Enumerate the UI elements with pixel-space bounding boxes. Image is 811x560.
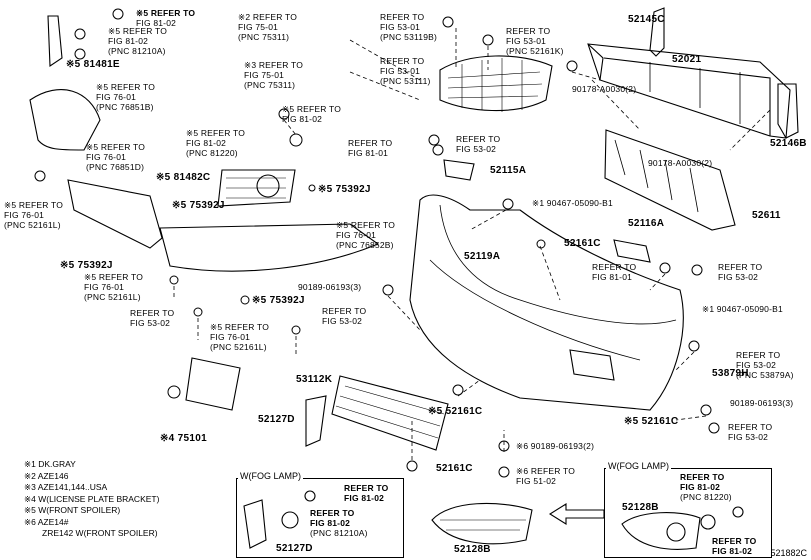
fastener-drawings bbox=[34, 8, 720, 478]
fog-box-left-part: 52127D bbox=[276, 543, 313, 554]
part-52161c-b: ※5 52161C bbox=[428, 406, 483, 417]
bracket-52115a-drawing bbox=[443, 159, 475, 181]
fog-lamp-box-left bbox=[236, 478, 404, 558]
fog-box-right-ref1: REFER TO FIG 81-02 bbox=[680, 472, 725, 492]
part-52161c-c: ※5 52161C bbox=[624, 416, 679, 427]
part-75101: ※4 75101 bbox=[160, 433, 207, 444]
fog-box-left-drawing bbox=[243, 490, 316, 549]
arrow-indicator bbox=[548, 503, 605, 525]
diagram-code: 521882C bbox=[770, 548, 807, 558]
front-spoiler-left-drawing bbox=[67, 179, 163, 249]
side-spoiler-drawing bbox=[29, 89, 101, 151]
part-52127d: 52127D bbox=[258, 414, 295, 425]
part-52021: 52021 bbox=[672, 54, 702, 65]
fog-box-right-ref1-pnc: (PNC 81220) bbox=[680, 492, 732, 502]
bracket-52145c-drawing bbox=[649, 7, 665, 57]
fog-box-left-ref2-pnc: (PNC 81210A) bbox=[310, 528, 368, 538]
fog-cover-52127d-drawing bbox=[305, 395, 327, 447]
energy-absorber-drawing bbox=[604, 129, 736, 231]
fog-box-right-part: 52128B bbox=[622, 502, 659, 513]
leader-lines bbox=[173, 28, 771, 460]
fog-bezel-drawing bbox=[217, 169, 296, 207]
part-52145c: 52145C bbox=[628, 14, 665, 25]
part-90467-a: ※1 90467-05090-B1 bbox=[532, 198, 613, 208]
part-53879h: 53879H bbox=[712, 368, 749, 379]
legend-item-3: ※3 AZE141,144..USA bbox=[24, 482, 108, 492]
fog-box-right-title: W(FOG LAMP) bbox=[606, 461, 671, 471]
legend-item-5: ※5 W(FRONT SPOILER) bbox=[24, 505, 121, 515]
fog-cover-52128b-drawing bbox=[431, 502, 533, 545]
part-90189-a: 90189-06193(3) bbox=[298, 282, 362, 292]
part-52116a: 52116A bbox=[628, 218, 665, 229]
part-90178-a: 90178-A0030(2) bbox=[572, 84, 637, 94]
part-52119a: 52119A bbox=[464, 251, 501, 262]
part-52161c-a: 52161C bbox=[564, 238, 601, 249]
legend-item-7: ZRE142 W(FRONT SPOILER) bbox=[42, 528, 158, 538]
bumper-cover-drawing bbox=[409, 194, 684, 411]
part-52128b: 52128B bbox=[454, 544, 491, 555]
part-81481e: ※5 81481E bbox=[66, 59, 120, 70]
part-75392j-a: ※5 75392J bbox=[172, 200, 225, 211]
part-52611: 52611 bbox=[752, 210, 781, 221]
part-81482c: ※5 81482C bbox=[156, 172, 211, 183]
fog-box-left-ref2: REFER TO FIG 81-02 bbox=[310, 508, 355, 528]
part-52146b: 52146B bbox=[770, 138, 807, 149]
part-90178-b: 90178-A0030(2) bbox=[648, 158, 713, 168]
license-bracket-drawing bbox=[185, 357, 241, 411]
part-90467-b: ※1 90467-05090-B1 bbox=[702, 304, 783, 314]
legend: ※1 DK.GRAY ※2 AZE146 ※3 AZE141,144..USA … bbox=[24, 459, 159, 540]
bracket-52146b-drawing bbox=[777, 83, 799, 139]
part-75392j-c: ※5 75392J bbox=[60, 260, 113, 271]
fog-box-right-drawing bbox=[621, 506, 744, 550]
legend-item-4: ※4 W(LICENSE PLATE BRACKET) bbox=[24, 493, 160, 504]
lower-grille-drawing bbox=[331, 375, 449, 451]
bracket-52116a-drawing bbox=[613, 239, 651, 263]
part-75392j-b: ※5 75392J bbox=[318, 184, 371, 195]
legend-item-1: ※1 DK.GRAY bbox=[24, 459, 76, 469]
upper-grille-drawing bbox=[439, 55, 553, 112]
fog-box-left-title: W(FOG LAMP) bbox=[238, 471, 303, 481]
fog-box-left-ref1: REFER TO FIG 81-02 bbox=[344, 483, 389, 503]
part-53112k: 53112K bbox=[296, 374, 333, 385]
fog-box-right-ref2: REFER TO FIG 81-02 bbox=[712, 536, 757, 556]
part-52115a: 52115A bbox=[490, 165, 527, 176]
part-90189-c: ※6 90189-06193(2) bbox=[516, 441, 595, 451]
part-52161c-d: 52161C bbox=[436, 463, 473, 474]
legend-item-2: ※2 AZE146 bbox=[24, 470, 69, 481]
front-spoiler-right-drawing bbox=[159, 223, 380, 272]
part-90189-b: 90189-06193(3) bbox=[730, 398, 794, 408]
part-75392j-d: ※5 75392J bbox=[252, 295, 305, 306]
bracket-81481e-drawing bbox=[47, 15, 63, 68]
legend-item-6: ※6 AZE14# bbox=[24, 516, 69, 527]
fog-lamp-box-right bbox=[604, 468, 772, 558]
